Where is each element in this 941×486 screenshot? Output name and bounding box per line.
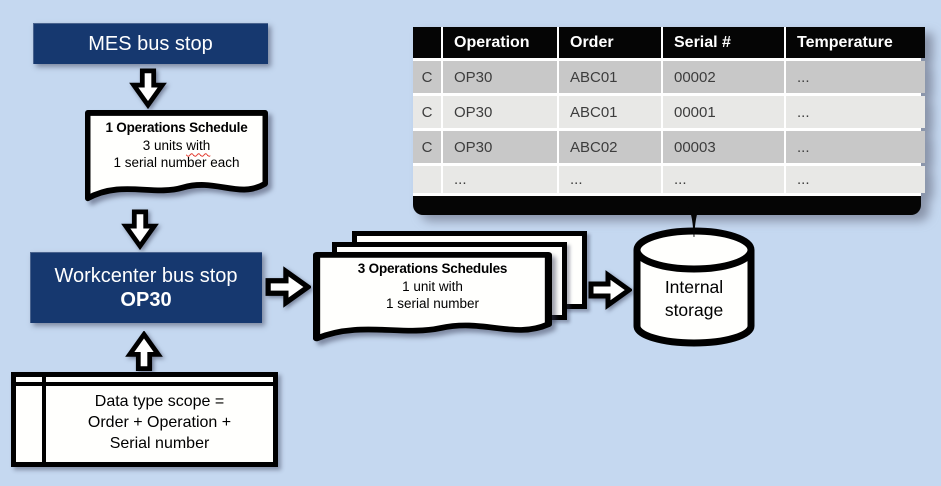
table-cell: ... [786,61,925,93]
document-line: 3 units with [142,137,211,153]
column-header: Serial # [663,27,784,58]
operations-schedules-text: 3 Operations Schedules 1 unit with 1 ser… [319,260,546,313]
scope-box-left-strip [16,386,46,462]
database-cylinder-icon [633,227,755,347]
mes-bus-stop-label: MES bus stop [88,32,213,55]
table-cell: C [413,61,441,93]
column-header: Temperature [786,27,925,58]
table-cell: 00003 [663,131,784,163]
internal-storage-label: Internal storage [664,277,724,320]
document-line: 1 unit with [402,278,463,294]
document-line: 1 serial number [385,296,480,311]
operations-schedules-document [313,252,552,342]
scope-box-corner-cell [16,377,46,386]
column-header: Operation [443,27,557,58]
table-cell: ... [786,131,925,163]
operations-schedule-text: 1 Operations Schedule 3 units with 1 ser… [91,119,262,172]
table-cell: ... [443,166,557,193]
table-cell [413,166,441,193]
table-cell: C [413,96,441,128]
table-footer-bar [413,193,921,215]
table-cell: ABC02 [559,131,661,163]
column-header: Order [559,27,661,58]
right-arrow-icon [588,270,632,310]
callout-tail [686,203,702,237]
table-cell: 00002 [663,61,784,93]
table-cell: ... [559,166,661,193]
up-arrow-icon [125,331,163,371]
operations-schedule-document [85,110,268,202]
table-cell: ABC01 [559,61,661,93]
table-cell: C [413,131,441,163]
document-line: 1 serial number each [113,155,240,170]
workcenter-label: Workcenter bus stop [54,264,238,287]
table-cell: OP30 [443,96,557,128]
right-arrow-icon [265,266,311,308]
mes-bus-stop-box: MES bus stop [33,23,268,64]
table-cell: 00001 [663,96,784,128]
misspelled-word: with [186,137,211,153]
table-cell: ... [663,166,784,193]
down-arrow-icon [129,68,167,110]
workcenter-op-label: OP30 [120,288,172,311]
table-cell: ABC01 [559,96,661,128]
table-cell: ... [786,96,925,128]
workcenter-bus-stop-box: Workcenter bus stop OP30 [30,252,262,323]
data-type-scope-text: Data type scope = Order + Operation + Se… [87,393,232,452]
column-header [413,27,441,58]
table-cell: OP30 [443,131,557,163]
document-title: 3 Operations Schedules [357,261,508,276]
scope-box-header-strip [46,377,273,386]
down-arrow-icon [121,209,159,251]
table-cell: ... [786,166,925,193]
table-cell: OP30 [443,61,557,93]
document-title: 1 Operations Schedule [105,120,248,135]
records-table: Operation Order Serial # Temperature C O… [413,27,925,215]
data-type-scope-box: Data type scope = Order + Operation + Se… [11,372,278,467]
table-grid: Operation Order Serial # Temperature C O… [413,27,925,193]
